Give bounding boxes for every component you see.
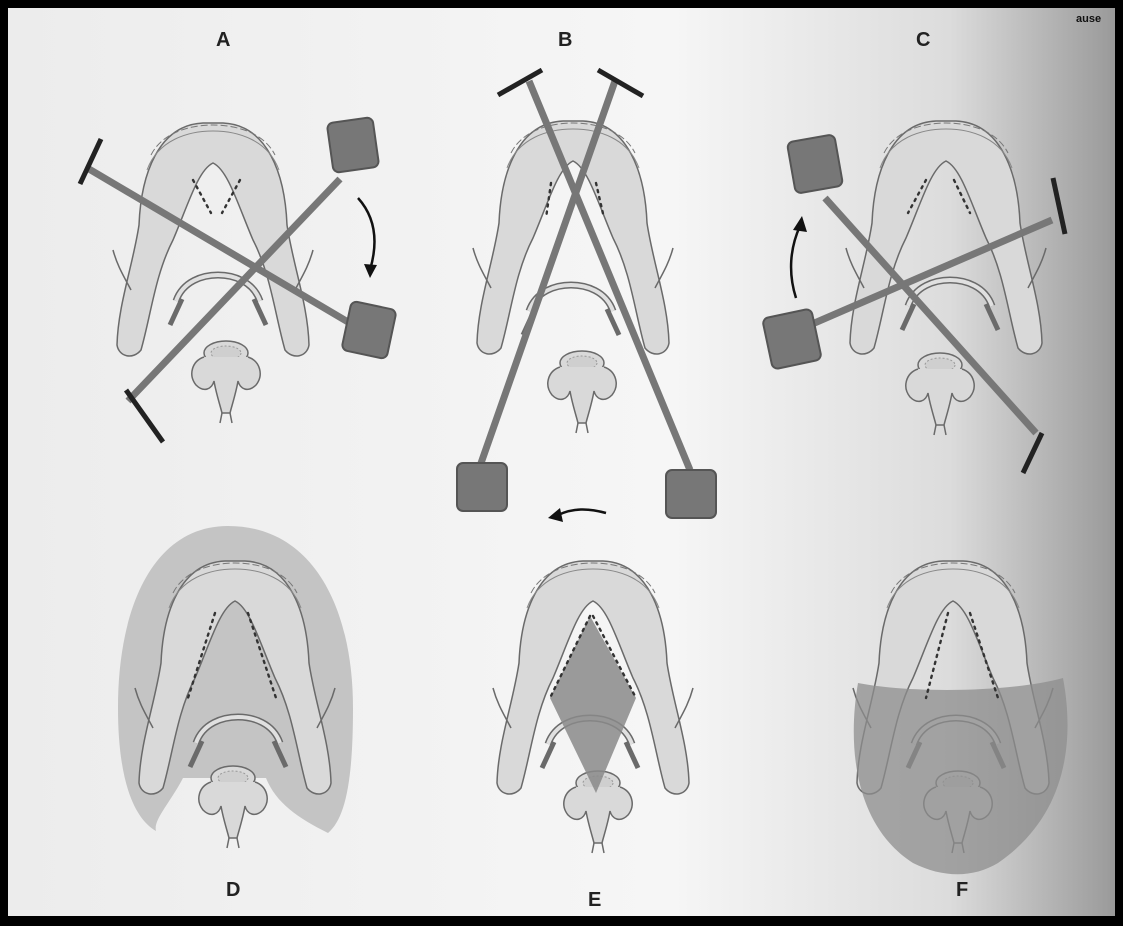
panel-label-f: F (956, 879, 968, 901)
panel-label-d: D (226, 879, 240, 901)
tube-head-a2 (341, 301, 396, 359)
tube-head-c1 (787, 134, 843, 194)
panel-b: B (457, 29, 716, 522)
tube-head-c2 (762, 308, 822, 369)
shaded-area-f (854, 678, 1068, 874)
panel-d: D (118, 526, 353, 901)
vertebra-a (192, 341, 260, 423)
film-a2 (126, 390, 163, 442)
tube-head-a1 (327, 117, 380, 173)
figure-frame: A B C ause (8, 8, 1115, 916)
arrowhead-c (793, 216, 807, 232)
film-b2 (598, 70, 643, 96)
rotation-arrow-a (358, 198, 374, 270)
panel-a: A (80, 29, 397, 442)
hyoid-a (170, 275, 266, 325)
panel-f: F (853, 561, 1068, 901)
panel-label-a: A (216, 29, 230, 51)
vertebra-d (199, 766, 267, 848)
panel-label-c: C (916, 29, 930, 51)
vertebra-c (906, 353, 974, 435)
arrowhead-b (548, 508, 563, 522)
panel-c: C ause (762, 13, 1101, 473)
rotation-arrow-b (558, 509, 606, 515)
rotation-diagram: A B C ause (8, 8, 1115, 916)
panel-label-b: B (558, 29, 572, 51)
corner-text: ause (1076, 13, 1101, 25)
tube-head-b2 (666, 470, 716, 518)
mandible-b (473, 121, 673, 354)
film-c1 (1053, 178, 1065, 234)
arrowhead-a (364, 264, 377, 278)
panel-e: E (493, 561, 693, 911)
tube-head-b1 (457, 463, 507, 511)
rotation-arrow-c (791, 226, 800, 298)
panel-label-e: E (588, 889, 601, 911)
film-c2 (1023, 433, 1042, 473)
vertebra-b (548, 351, 616, 433)
